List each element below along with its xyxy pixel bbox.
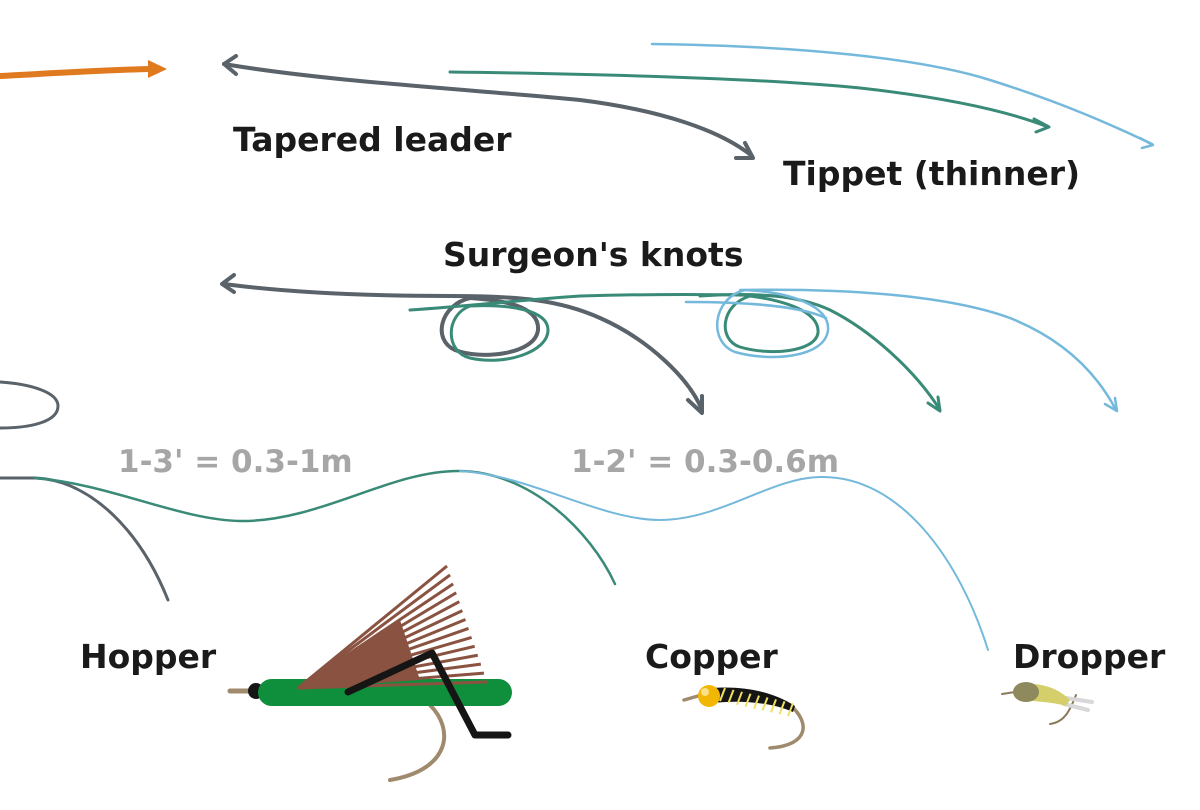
fly-line-path <box>0 66 153 79</box>
hopper-wing-fiber <box>297 573 451 690</box>
tippet-path <box>448 70 1050 129</box>
tippet-arrow-icon <box>1032 117 1051 134</box>
copper-bead <box>698 685 720 707</box>
knot-2-tippet-path <box>698 293 942 412</box>
dropper-head <box>1013 682 1039 702</box>
tippet-thin <box>650 42 1155 150</box>
leader-arrow-left-icon <box>222 54 238 76</box>
knot-1-leader-arrow-left-icon <box>220 273 236 294</box>
tippet-thin-path <box>650 42 1154 146</box>
copper-rib <box>736 691 743 706</box>
copper-fly-icon <box>682 685 805 750</box>
fly-line-arrow-icon <box>148 60 167 78</box>
hopper-fly-icon <box>227 564 512 782</box>
leader-path <box>222 62 754 158</box>
rig-tippet-path <box>33 469 617 586</box>
leader-arrow-right-icon <box>734 141 755 160</box>
dropper-fly-icon <box>1001 682 1094 725</box>
label-surgeons-knots: Surgeon's knots <box>443 235 743 274</box>
hopper-wing-fiber <box>297 635 473 690</box>
rig-leader-path <box>0 476 170 602</box>
hopper-leg <box>344 649 512 739</box>
hopper-wing-fiber <box>297 627 470 690</box>
knot-2-tippet-arrow-icon <box>926 395 942 413</box>
copper-rib <box>727 689 735 704</box>
copper-rib <box>778 700 786 715</box>
rig-lines <box>0 469 989 651</box>
tippet-thin-arrow-icon <box>1138 136 1155 150</box>
label-tippet: Tippet (thinner) <box>783 154 1080 193</box>
fly-line <box>0 60 167 79</box>
knot-2-tippet-thin-path <box>684 288 1118 412</box>
knot-2-tippet-thin-loop <box>715 288 830 359</box>
dropper-tail <box>1062 696 1094 712</box>
knot-2-tippet-loop <box>723 294 820 354</box>
copper-rib <box>770 699 777 713</box>
hopper-wing-fiber <box>297 582 454 690</box>
hopper-wing-fiber <box>297 671 485 690</box>
copper-rib <box>719 687 726 702</box>
copper-rib <box>753 695 760 709</box>
copper-ribbing <box>719 687 794 717</box>
hopper-wing-fiber <box>297 618 467 690</box>
label-length-1: 1-3' = 0.3-1m <box>118 444 353 480</box>
label-hopper: Hopper <box>80 637 217 676</box>
copper-rib <box>744 693 752 708</box>
copper-rib <box>787 702 794 717</box>
hopper-wing-fiber <box>297 591 458 690</box>
label-length-2: 1-2' = 0.3-0.6m <box>571 444 839 480</box>
rig-tippet-thin-path <box>459 470 989 651</box>
hopper-wing-fiber <box>297 680 488 690</box>
hopper-wing-fiber <box>297 600 461 690</box>
knot-1-leader-loop <box>439 296 540 357</box>
tippet <box>448 70 1051 134</box>
knot-2-tippet-thin-arrow-icon <box>1103 396 1119 413</box>
knot-2 <box>684 288 1119 413</box>
knot-1-tippet-loop <box>449 304 550 362</box>
knot-1-leader-arrow-down-icon <box>686 394 704 415</box>
hopper-hook <box>388 703 447 782</box>
copper-bead-highlight <box>701 688 709 696</box>
loop-left-edge-path <box>0 380 60 430</box>
hopper-wing-fiber <box>297 644 476 690</box>
tapered-leader <box>222 54 755 160</box>
knot-1-leader-path <box>222 282 704 412</box>
label-dropper: Dropper <box>1013 637 1166 676</box>
label-copper: Copper <box>645 637 779 676</box>
hopper-wing-fiber <box>297 609 464 690</box>
copper-rib <box>761 697 769 711</box>
loop-left-edge <box>0 380 60 430</box>
label-tapered-leader: Tapered leader <box>233 120 512 159</box>
knot-1 <box>220 273 782 415</box>
